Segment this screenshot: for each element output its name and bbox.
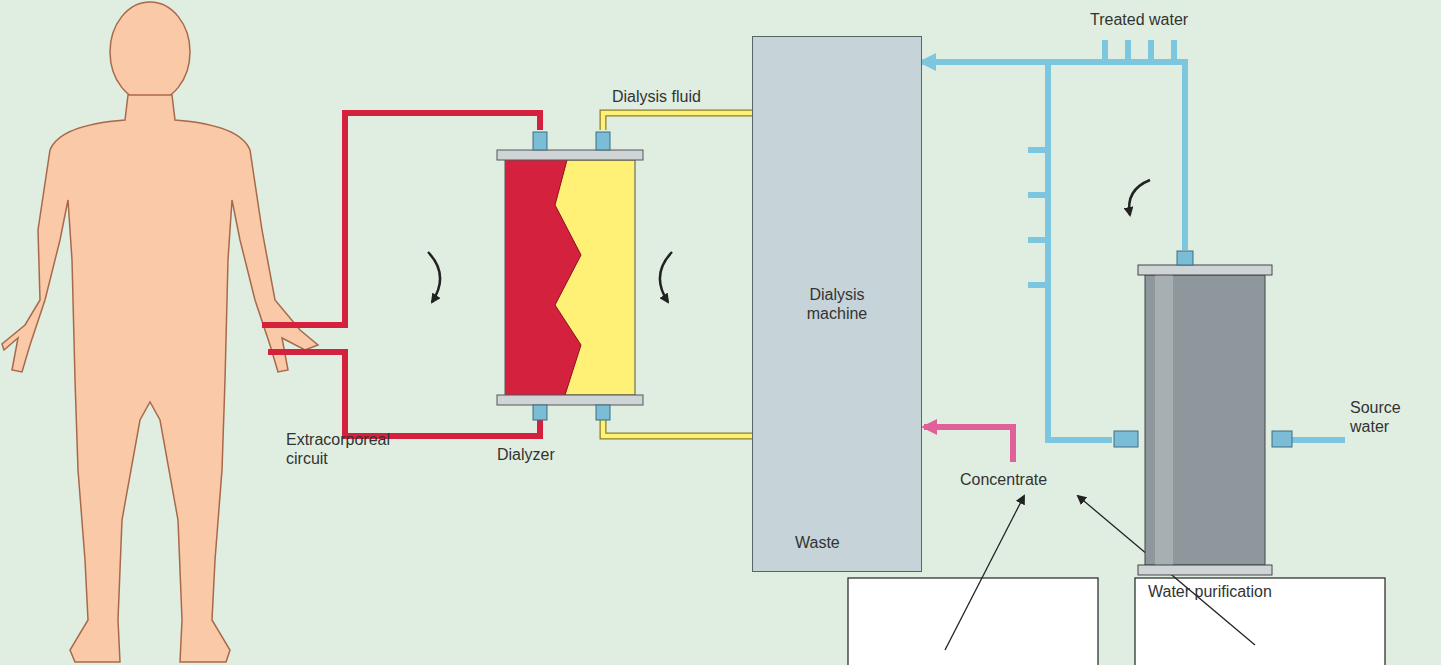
node-text: Water purification xyxy=(1148,582,1272,601)
pipe-outline xyxy=(603,113,752,130)
leader-line xyxy=(945,496,1024,650)
pipe-label: Treated water xyxy=(1090,10,1188,29)
dialyzer-shape xyxy=(495,130,645,430)
blood-line xyxy=(262,113,540,436)
edge-label: Dialysis fluid xyxy=(612,87,701,106)
callout-box xyxy=(848,578,1098,665)
purifier-shape xyxy=(1110,250,1310,580)
pipe-connector xyxy=(603,113,752,130)
waste-label: Waste xyxy=(795,533,840,552)
dialyzer: Dialyzer xyxy=(495,130,645,475)
dialysis-machine: Dialysis machine xyxy=(752,36,922,572)
node-text: Dialysis machine xyxy=(792,285,882,323)
pipe-fill xyxy=(603,420,752,436)
pipe-connector xyxy=(603,420,752,436)
water-purifier: Water purification xyxy=(1110,250,1310,605)
concentrate-line xyxy=(924,427,1013,462)
node-text: Dialyzer xyxy=(497,445,555,464)
callout-box xyxy=(1135,578,1385,665)
pipe-fill xyxy=(603,113,752,130)
concentrate-label: Concentrate xyxy=(960,470,1047,489)
pipe-label: Source water xyxy=(1350,398,1410,436)
pipe-fill xyxy=(922,62,1185,250)
pipe-outline xyxy=(603,420,752,436)
pipe-connector xyxy=(922,62,1185,250)
circuit-label: Extracorporeal circuit xyxy=(286,430,411,468)
human-figure xyxy=(2,2,318,662)
